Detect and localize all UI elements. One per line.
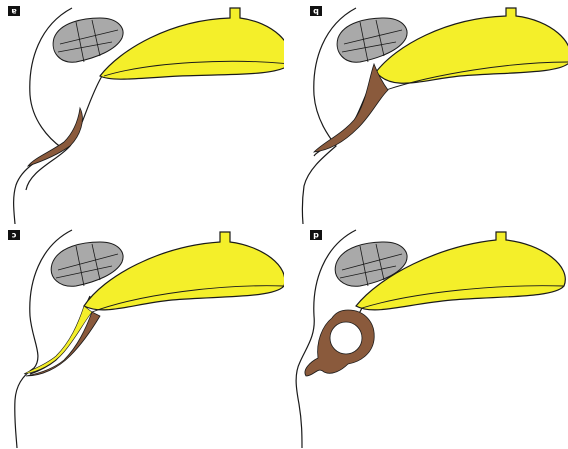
panel-a-drawing [0, 0, 284, 224]
panel-c: c [0, 224, 284, 448]
panel-d-drawing [284, 224, 568, 448]
panel-d: d [284, 224, 568, 448]
fluid-body [376, 8, 568, 83]
panel-label-a: a [8, 6, 20, 16]
panel-label-c: c [8, 230, 20, 240]
panel-c-drawing [0, 224, 284, 448]
tissue-ring-hole [330, 322, 362, 354]
fluid-body [100, 8, 284, 79]
panel-label-b: b [310, 6, 322, 16]
panel-b-drawing [284, 0, 568, 224]
panel-a: a [0, 0, 284, 224]
tissue [314, 64, 388, 152]
panel-b: b [284, 0, 568, 224]
inner-contour [30, 296, 90, 374]
inner-contour [26, 76, 102, 190]
panel-label-d: d [310, 230, 322, 240]
tissue [26, 312, 100, 376]
grid-pad [53, 18, 123, 62]
